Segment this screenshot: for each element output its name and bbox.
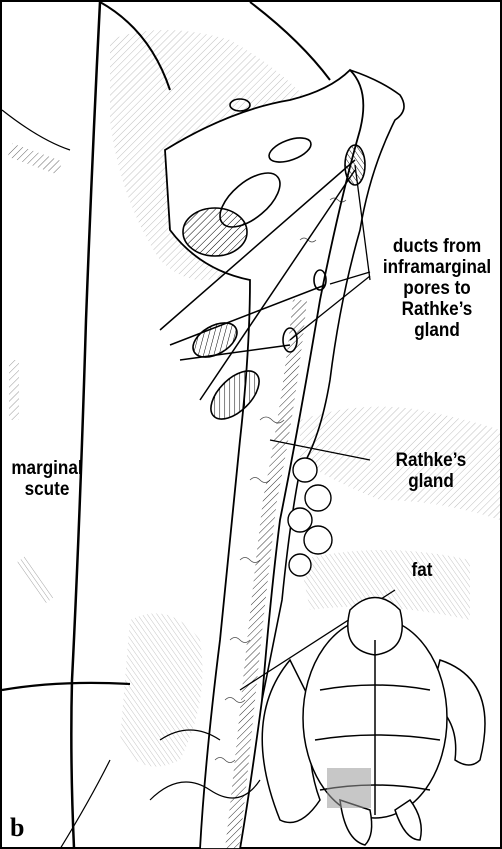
label-rathkes-gland: Rathke’s gland: [382, 450, 481, 492]
inset-highlight-box: [327, 768, 371, 808]
label-ducts: ducts from inframarginal pores to Rathke…: [379, 236, 496, 341]
panel-letter: b: [10, 813, 24, 843]
label-marginal-line-1: marginal: [7, 458, 88, 479]
label-marginal-line-2: scute: [7, 479, 88, 500]
label-ducts-line-4: Rathke’s: [379, 299, 496, 320]
label-rathkes-line-2: gland: [382, 471, 481, 492]
label-marginal-scute: marginal scute: [7, 458, 88, 500]
label-ducts-line-1: ducts from: [379, 236, 496, 257]
label-ducts-line-2: inframarginal: [379, 257, 496, 278]
marginal-scute-shape: [2, 2, 130, 848]
label-fat: fat: [395, 560, 449, 581]
label-ducts-line-5: gland: [379, 320, 496, 341]
label-ducts-line-3: pores to: [379, 278, 496, 299]
label-fat-line-1: fat: [395, 560, 449, 581]
turtle-inset: [262, 598, 485, 846]
label-rathkes-line-1: Rathke’s: [382, 450, 481, 471]
